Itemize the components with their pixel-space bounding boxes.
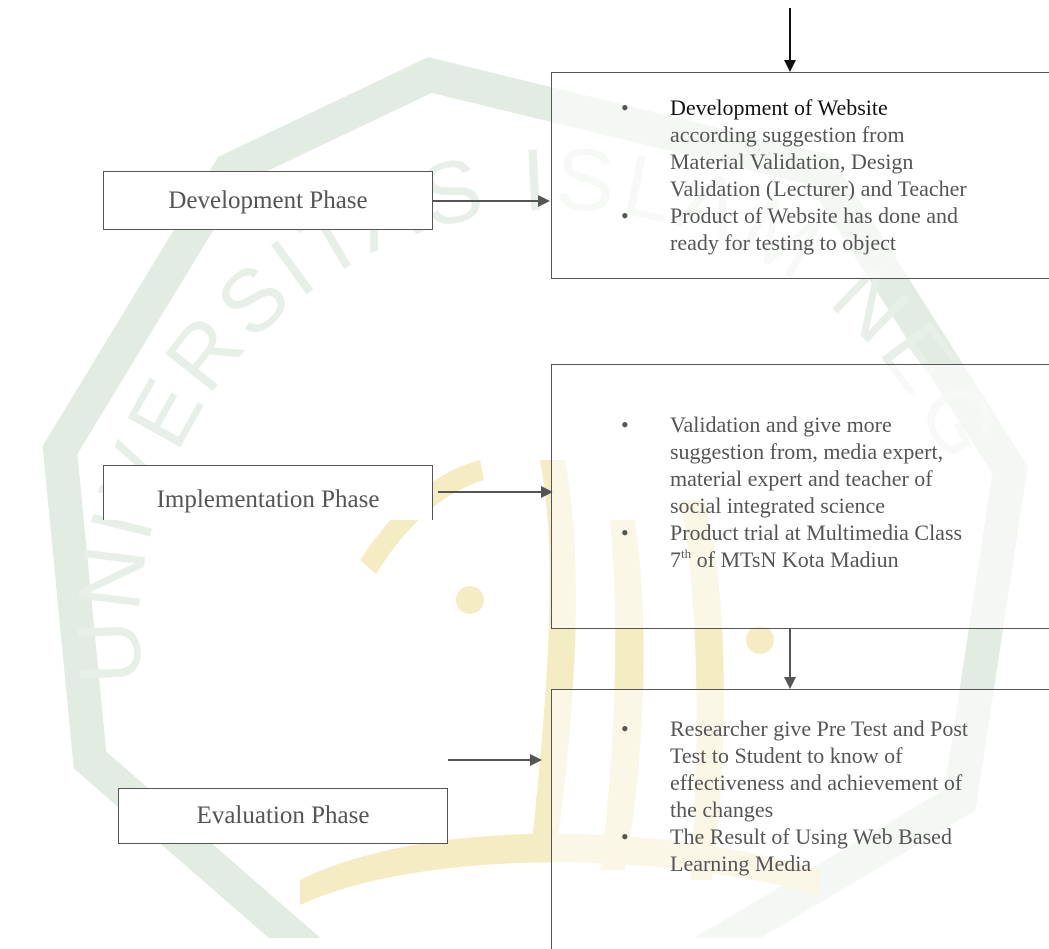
phase-label: Evaluation Phase <box>196 802 370 829</box>
list-item: Development of Website according suggest… <box>552 94 1049 202</box>
description-box-development: Development of Website according suggest… <box>551 72 1049 279</box>
description-box-evaluation: Researcher give Pre Test and Post Test t… <box>551 689 1049 949</box>
phase-label: Development Phase <box>168 186 368 214</box>
phase-box-evaluation: Evaluation Phase <box>118 788 448 844</box>
description-box-implementation: Validation and give more suggestion from… <box>551 364 1049 629</box>
list-item: The Result of Using Web Based Learning M… <box>552 823 1049 877</box>
list-item: Researcher give Pre Test and Post Test t… <box>552 715 1049 823</box>
phase-box-implementation: Implementation Phase <box>103 465 433 520</box>
list-item: Product of Website has done and ready fo… <box>552 202 1049 256</box>
phase-box-development: Development Phase <box>103 171 433 230</box>
phase-label: Implementation Phase <box>156 486 380 513</box>
list-item: Validation and give more suggestion from… <box>552 411 1049 519</box>
list-item: Product trial at Multimedia Class 7th of… <box>552 519 1049 573</box>
